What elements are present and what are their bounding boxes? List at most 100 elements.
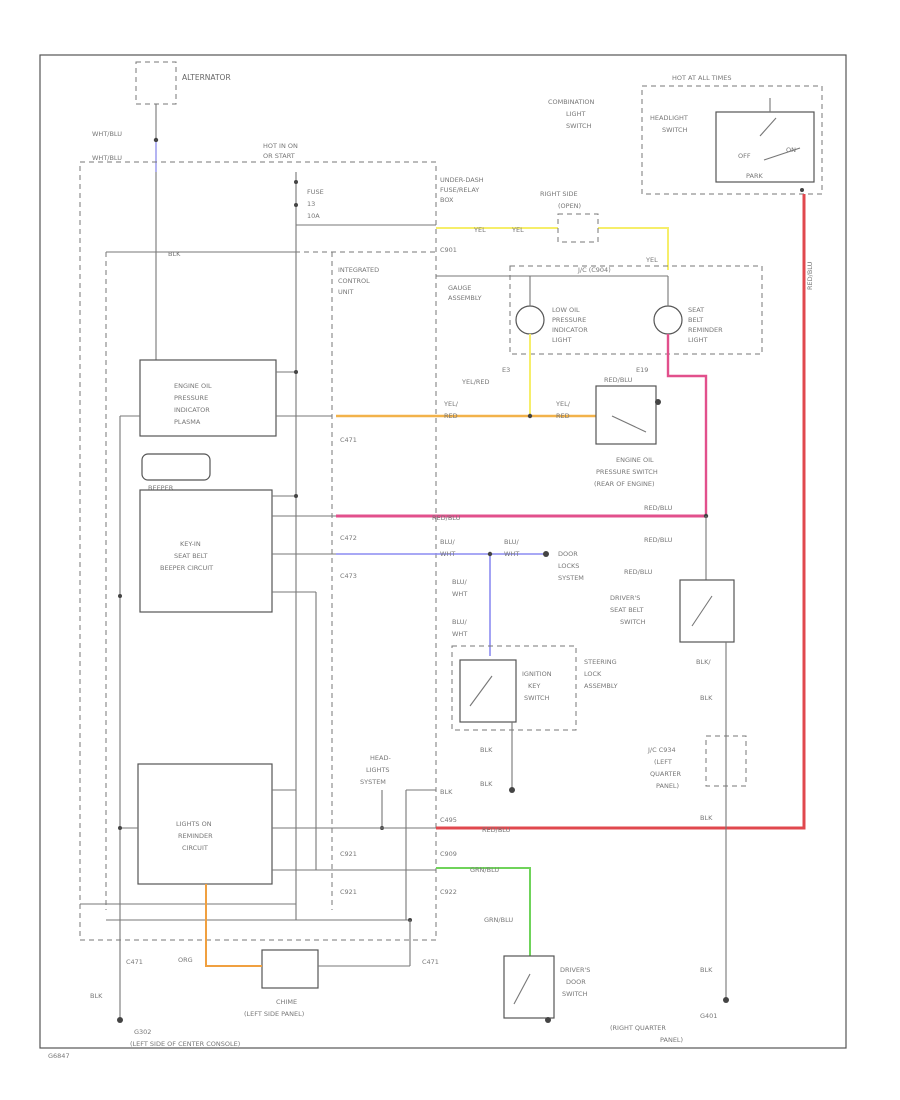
orange-wire-chime (205, 884, 262, 967)
driver-seatbelt-switch-box (679, 579, 735, 643)
keyin-label-2: SEAT BELT (174, 552, 208, 560)
c909-label: C909 (440, 850, 457, 858)
seat-belt-label-2: BELT (688, 316, 703, 324)
red-blu-bottom-label: RED/BLU (482, 826, 511, 834)
ground-bus-dot-1 (118, 594, 122, 598)
steering-label-1: STEERING (584, 658, 617, 666)
wire-label-grn: BLK (168, 250, 181, 258)
c471c-label: C471 (422, 958, 439, 966)
connector-c901: C901 (440, 246, 457, 254)
ignition-label-1: IGNITION (522, 670, 552, 678)
gauge-label-2: ASSEMBLY (448, 294, 482, 302)
door-switch-arm (513, 973, 531, 1005)
keyin-label-1: KEY-IN (180, 540, 201, 548)
headlight-switch-label-2: SWITCH (662, 126, 688, 134)
diagram-frame (39, 54, 847, 1049)
red-blu-right-label-2: RED/BLU (644, 536, 673, 544)
left-quarter-label-2: QUARTER (650, 770, 681, 778)
g401-ground-dot (723, 997, 729, 1003)
blu-wht-label-5: BLU/ (452, 578, 468, 586)
c922-label: C922 (440, 888, 457, 896)
beeper-body (141, 453, 211, 481)
combination-label-2: LIGHT (566, 110, 585, 118)
yel-label-1: YEL (473, 226, 486, 234)
fuse-dot-1 (294, 180, 298, 184)
right-side-label: RIGHT SIDE (540, 190, 578, 198)
switch-arm-2 (763, 147, 801, 161)
combination-switch-box (641, 85, 823, 195)
steering-label-3: ASSEMBLY (584, 682, 618, 690)
steering-lock-box (451, 645, 577, 731)
integrated-label-3: UNIT (338, 288, 354, 296)
blu-blk-label: BLK (440, 788, 453, 796)
driver-door-label-3: SWITCH (562, 990, 588, 998)
c921b-label: C921 (340, 888, 357, 896)
ignition-switch-box (459, 659, 517, 723)
alternator-box (135, 61, 177, 105)
fuse-dot-2 (294, 203, 298, 207)
blk-label-5: BLK (700, 814, 713, 822)
driver-sb-label-2: SEAT BELT (610, 606, 644, 614)
chime-label-1: CHIME (276, 998, 297, 1006)
c921-label: C921 (340, 850, 357, 858)
hot-in-on-label: HOT IN ON (263, 142, 298, 150)
diagram-id: G6847 (48, 1052, 70, 1060)
park-label: PARK (746, 172, 763, 180)
fuse-number: 13 (307, 200, 315, 208)
integrated-label-2: CONTROL (338, 277, 370, 285)
g302-label: G302 (134, 1028, 151, 1036)
blu-wht-label-3: BLU/ (504, 538, 520, 546)
ground-bus-dot-2 (118, 826, 122, 830)
on-label: ON (786, 146, 796, 154)
blu-wht-label-1: BLU/ (440, 538, 456, 546)
jc-c934-label: J/C C934 (647, 746, 676, 754)
g302-location-label: (LEFT SIDE OF CENTER CONSOLE) (130, 1040, 240, 1048)
gauge-assembly-box (509, 265, 763, 355)
blk-label-2: BLK (700, 694, 713, 702)
or-start-label: OR START (263, 152, 295, 160)
driver-door-label-1: DRIVER'S (560, 966, 590, 974)
lights-on-label-2: REMINDER (178, 832, 213, 840)
blk-label-4: BLK (480, 780, 493, 788)
jc-c934-box (705, 735, 747, 787)
beeper-label: BEEPER (148, 484, 174, 492)
switch-output-dot (800, 188, 804, 192)
driver-door-label-2: DOOR (566, 978, 586, 986)
keyin-label-3: BEEPER CIRCUIT (160, 564, 213, 572)
blk-label-6: BLK (700, 966, 713, 974)
eop-feed-dot (294, 370, 298, 374)
jc-label: J/C (C904) (577, 266, 611, 274)
eop-switch-box (595, 385, 657, 445)
red-blu-small-label: RED/BLU (604, 376, 633, 384)
yel-red-label-2: YEL/ (443, 400, 459, 408)
eop-indicator-label-4: PLASMA (174, 418, 201, 426)
underdash-label-1: UNDER-DASH (440, 176, 484, 184)
blu-wht-label-6: WHT (452, 590, 467, 598)
driver-sb-label-1: DRIVER'S (610, 594, 640, 602)
blu-wht-label-7: BLU/ (452, 618, 468, 626)
low-oil-label-2: PRESSURE (552, 316, 586, 324)
eop-switch-label-2: PRESSURE SWITCH (596, 468, 658, 476)
red-blu-vertical-label: RED/BLU (806, 261, 814, 290)
eop-switch-arm (611, 415, 647, 433)
grn-blu-label-2: GRN/BLU (484, 916, 513, 924)
eop-switch-terminal (655, 399, 661, 405)
wht-blu-label-1: WHT/BLU (92, 130, 122, 138)
combination-label-3: SWITCH (566, 122, 592, 130)
chime-box (261, 949, 319, 989)
ignition-switch-arm (469, 675, 493, 707)
driver-door-switch-box (503, 955, 555, 1019)
wht-blu-label-2: WHT/BLU (92, 154, 122, 162)
seat-belt-label-4: LIGHT (688, 336, 707, 344)
yel-label-3: YEL (645, 256, 658, 264)
eop-switch-label-1: ENGINE OIL (616, 456, 654, 464)
chime-label-2: (LEFT SIDE PANEL) (244, 1010, 304, 1018)
lights-on-label-1: LIGHTS ON (176, 820, 212, 828)
underdash-label-2: FUSE/RELAY (440, 186, 479, 194)
red-blu-wire-main (436, 194, 806, 830)
headlight-switch-label-1: HEADLIGHT (650, 114, 688, 122)
yel-red-label-4: YEL/ (555, 400, 571, 408)
integrated-label-1: INTEGRATED (338, 266, 379, 274)
grn-blu-label-1: GRN/BLU (470, 866, 499, 874)
blk-bottom-label: BLK (90, 992, 103, 1000)
